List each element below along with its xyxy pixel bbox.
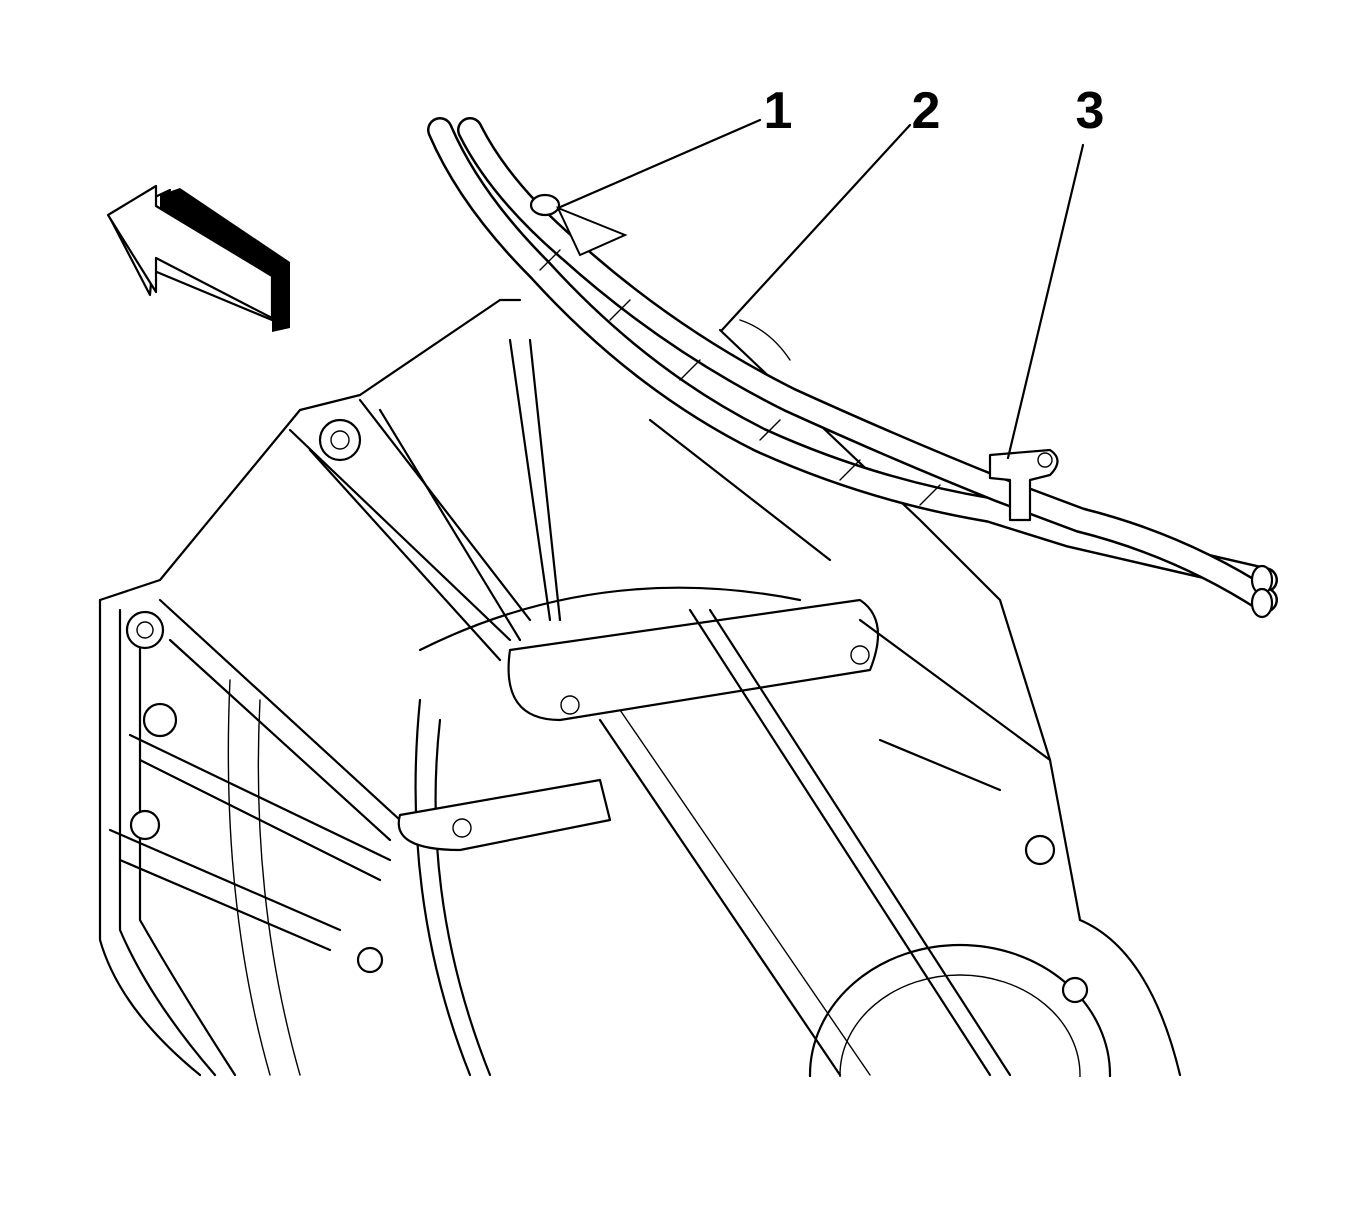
callout-label-2: 2 — [912, 82, 941, 140]
callout-leader-2 — [720, 123, 912, 332]
callout-label-1: 1 — [764, 82, 793, 140]
callout-leader-1 — [556, 118, 762, 210]
retainer-bracket — [988, 448, 1059, 522]
callout-leader-3 — [1006, 143, 1085, 460]
callout-label-3: 3 — [1076, 82, 1105, 140]
transmission-housing — [98, 298, 1182, 1207]
front-direction-arrow-icon — [106, 184, 290, 332]
crop-mask — [0, 1077, 1355, 1221]
callout-leaders — [556, 118, 1085, 460]
cooler-lines — [427, 117, 1278, 619]
line-clip-1 — [529, 193, 561, 217]
